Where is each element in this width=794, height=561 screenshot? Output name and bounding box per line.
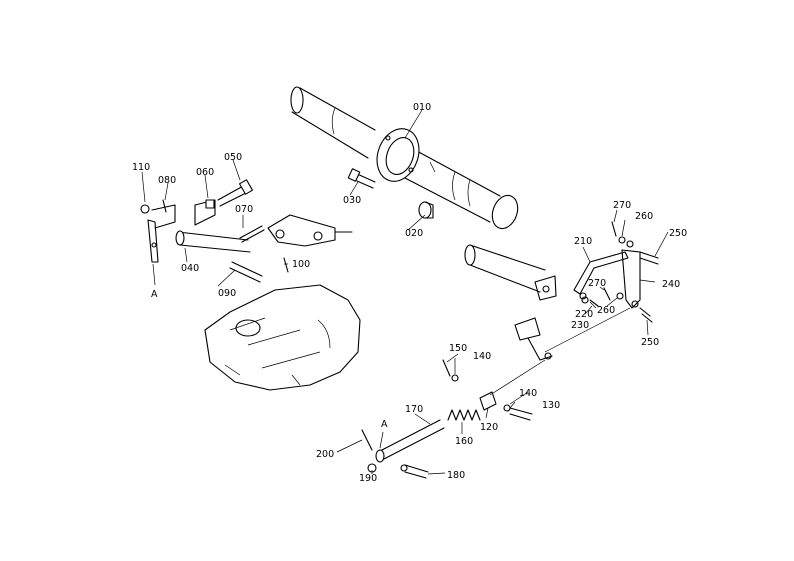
washer-140-lower: [503, 404, 511, 412]
pin-230: [589, 299, 599, 307]
label-220: 220: [575, 309, 593, 320]
label-060: 060: [196, 167, 214, 178]
label-020: 020: [405, 228, 423, 239]
linkage-arm: [267, 214, 353, 247]
axle-housing-tube: [290, 86, 519, 230]
leader-lines: [141, 109, 669, 475]
label-180: 180: [447, 470, 465, 481]
label-270-lower: 270: [588, 278, 606, 289]
label-010: 010: [413, 102, 431, 113]
label-250-upper: 250: [669, 228, 687, 239]
reference-a-right: A: [381, 419, 388, 430]
label-170: 170: [405, 404, 423, 415]
label-260-lower: 260: [597, 305, 615, 316]
pin-100: [283, 257, 289, 273]
washer-110: [140, 204, 150, 214]
label-120: 120: [480, 422, 498, 433]
linkage-guide-line-2: [489, 359, 546, 396]
label-080: 080: [158, 175, 176, 186]
label-260-upper: 260: [635, 211, 653, 222]
part-labels: 010 020 030 040 050 060 070 080 090 100 …: [132, 102, 687, 484]
label-150: 150: [449, 343, 467, 354]
label-070: 070: [235, 204, 253, 215]
pin-150: [442, 359, 451, 377]
pin-070: [239, 225, 265, 243]
label-110: 110: [132, 162, 150, 173]
label-130: 130: [542, 400, 560, 411]
rod-170: [375, 419, 445, 463]
lever-210: [573, 251, 629, 300]
label-190: 190: [359, 473, 377, 484]
linkage-guide-line: [544, 307, 631, 353]
label-250-lower: 250: [641, 337, 659, 348]
lever-080: [147, 199, 176, 263]
pin-200: [361, 429, 373, 451]
washer-260-lower: [616, 292, 624, 300]
label-270-upper: 270: [613, 200, 631, 211]
flange-ring: [376, 128, 420, 182]
label-140-upper: 140: [473, 351, 491, 362]
label-160: 160: [455, 436, 473, 447]
bolt-250-upper: [639, 251, 659, 265]
label-050: 050: [224, 152, 242, 163]
nut-060: [205, 199, 215, 209]
lever-240: [621, 240, 641, 309]
label-140-lower: 140: [519, 388, 537, 399]
bolt-030: [347, 168, 376, 189]
bolt-050: [217, 179, 254, 207]
label-230: 230: [571, 320, 589, 331]
reference-a-left: A: [151, 289, 158, 300]
bracket-lever: [514, 317, 553, 361]
label-090: 090: [218, 288, 236, 299]
label-100: 100: [292, 259, 310, 270]
bushing-020: [418, 201, 434, 219]
pin-270-lower: [603, 287, 611, 301]
rear-shaft: [464, 244, 557, 301]
pin-270: [611, 221, 617, 237]
bolt-250-lower: [639, 307, 653, 323]
washer-220: [581, 296, 589, 304]
rod-090: [229, 261, 263, 283]
washer-260: [618, 236, 626, 244]
bolt-180: [400, 464, 429, 479]
label-030: 030: [343, 195, 361, 206]
transmission-case: [204, 284, 361, 391]
label-200: 200: [316, 449, 334, 460]
bolt-130: [509, 407, 533, 421]
label-210: 210: [574, 236, 592, 247]
label-240: 240: [662, 279, 680, 290]
label-040: 040: [181, 263, 199, 274]
sleeve-120: [479, 391, 497, 411]
washer-140-upper: [451, 374, 459, 382]
spring-160: [447, 409, 481, 421]
